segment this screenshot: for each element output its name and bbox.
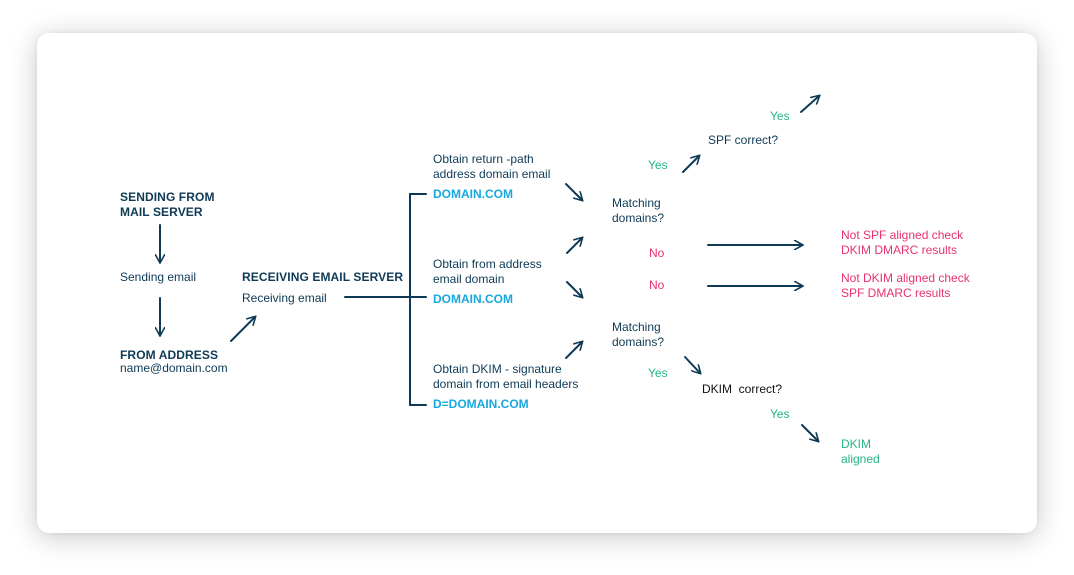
result-not-dkim-aligned: Not DKIM aligned check SPF DMARC results xyxy=(841,271,970,300)
branch-dkim-text: Obtain DKIM - signature domain from emai… xyxy=(433,362,579,391)
branch-return-path-domain: DOMAIN.COM xyxy=(433,187,513,201)
yes-label-spf-correct: Yes xyxy=(770,109,790,123)
from-address-label: FROM ADDRESS xyxy=(120,348,219,362)
arrow-yes-to-dkim xyxy=(684,356,700,373)
matching-domains-top: Matching domains? xyxy=(612,196,665,225)
arrow-spf-yes xyxy=(800,96,819,113)
diagram-card xyxy=(37,33,1037,533)
result-dkim-aligned: DKIM aligned xyxy=(841,437,880,466)
yes-label-dkim-correct: Yes xyxy=(770,407,790,421)
arrow-dkim-to-matching xyxy=(565,342,582,359)
branch-dkim-domain: D=DOMAIN.COM xyxy=(433,397,529,411)
arrow-dkim-yes xyxy=(801,424,818,441)
arrow-from-to-matching-bottom xyxy=(566,281,582,297)
matching-domains-bottom: Matching domains? xyxy=(612,320,665,349)
arrow-yes-to-spf xyxy=(682,156,699,173)
branch-from-address-domain: DOMAIN.COM xyxy=(433,292,513,306)
sending-from-text: SENDING FROM MAIL SERVER xyxy=(120,190,215,219)
yes-label-dkim: Yes xyxy=(648,366,668,380)
receiving-server-label: RECEIVING EMAIL SERVER xyxy=(242,270,404,284)
arrow-return-path-to-matching xyxy=(565,183,582,200)
dkim-correct-question: DKIM correct? xyxy=(702,382,783,396)
spf-correct-question: SPF correct? xyxy=(708,133,779,147)
no-label-top: No xyxy=(649,246,665,260)
branch-from-address-text: Obtain from address email domain xyxy=(433,257,542,286)
arrow-to-receiving xyxy=(230,317,255,342)
arrow-from-to-matching-top xyxy=(566,238,582,254)
branch-return-path-text: Obtain return -path address domain email xyxy=(433,152,551,181)
no-label-bottom: No xyxy=(649,278,665,292)
sending-email-label: Sending email xyxy=(120,270,197,284)
yes-label-spf: Yes xyxy=(648,158,668,172)
result-not-spf-aligned: Not SPF aligned check DKIM DMARC results xyxy=(841,228,964,257)
from-address-value: name@domain.com xyxy=(120,361,228,375)
sending-from-label: SENDING FROM MAIL SERVER xyxy=(120,190,215,219)
receiving-email-text: Receiving email xyxy=(242,291,327,305)
